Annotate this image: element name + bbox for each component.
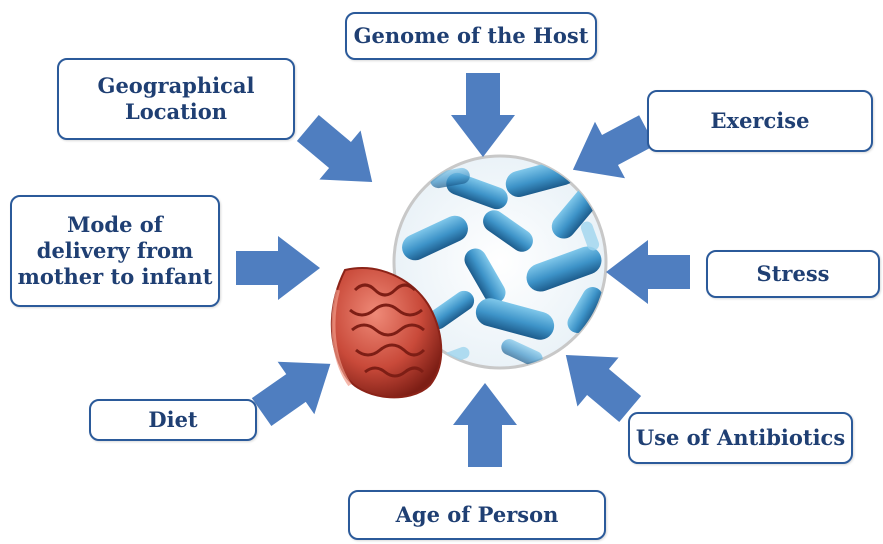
stress-label: Stress [757, 261, 830, 287]
mode-of-delivery-label: Mode of delivery from mother to infant [18, 212, 213, 291]
stress-box: Stress [706, 250, 880, 298]
diet-label: Diet [148, 407, 197, 433]
age-of-person-box: Age of Person [348, 490, 606, 540]
arrow-from-geo [287, 103, 392, 206]
exercise-box: Exercise [647, 90, 873, 152]
genome-of-host-label: Genome of the Host [354, 23, 589, 49]
exercise-label: Exercise [711, 108, 810, 134]
mode-of-delivery-box: Mode of delivery from mother to infant [10, 195, 220, 307]
age-of-person-label: Age of Person [396, 502, 559, 528]
arrow-from-stress [606, 240, 690, 304]
use-of-antibiotics-box: Use of Antibiotics [628, 412, 853, 464]
use-of-antibiotics-label: Use of Antibiotics [636, 425, 845, 451]
arrow-from-diet [243, 338, 349, 439]
arrow-from-delivery [236, 236, 320, 300]
geographical-location-label: Geographical Location [98, 73, 255, 126]
diet-box: Diet [89, 399, 257, 441]
genome-of-host-box: Genome of the Host [345, 12, 597, 60]
geographical-location-box: Geographical Location [57, 58, 295, 140]
arrow-from-genome [451, 73, 515, 157]
arrow-from-age [453, 383, 517, 467]
